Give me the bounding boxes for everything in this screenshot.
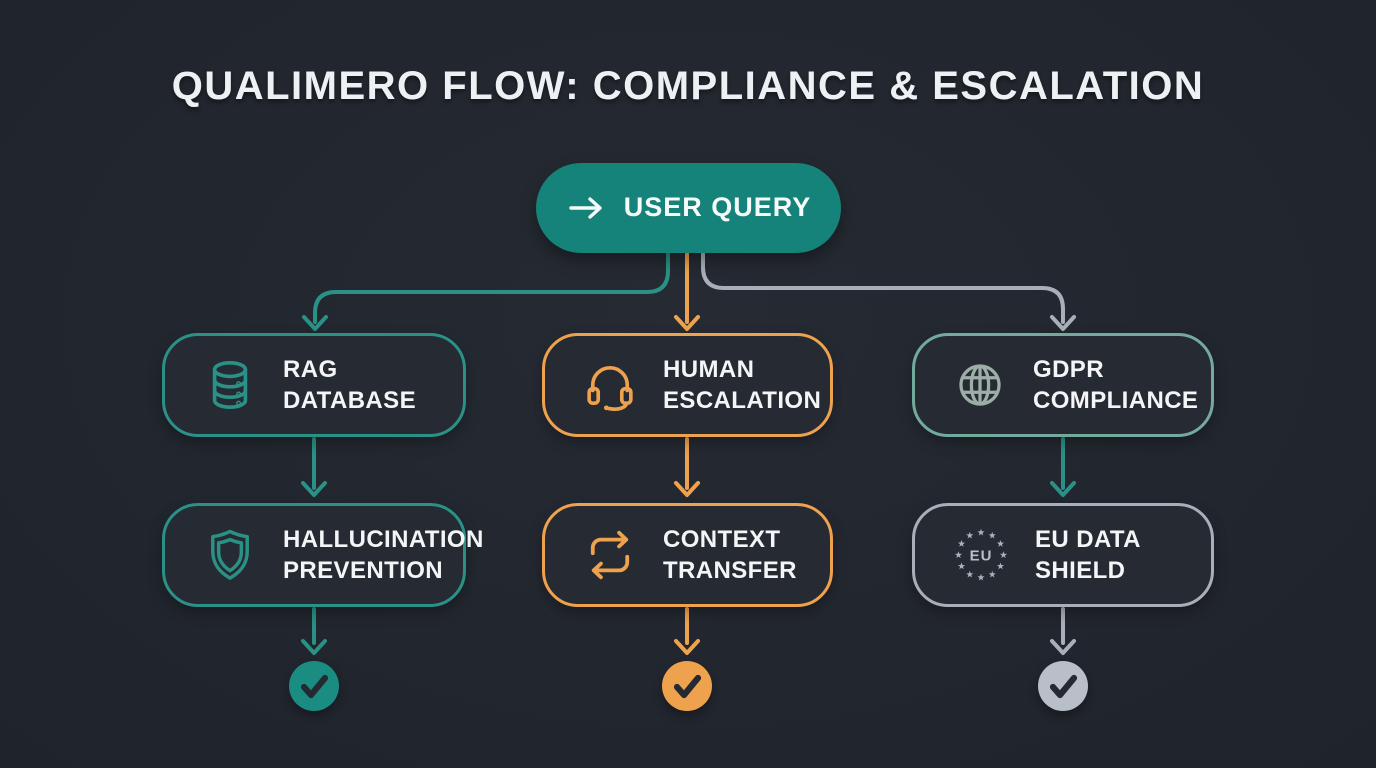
edge-user-query-to-human-escalation <box>674 251 700 331</box>
status-check-gdpr-branch <box>1038 661 1088 711</box>
node-label: HUMAN ESCALATION <box>663 355 822 414</box>
eu-stars-icon: EU <box>954 528 1008 581</box>
arrow-right-icon <box>569 197 602 219</box>
node-rag-database: RAG DATABASE <box>162 333 466 437</box>
check-icon <box>1049 674 1078 699</box>
edge-hallucination-prevention-to-check <box>301 607 327 655</box>
edge-context-transfer-to-check <box>674 607 700 655</box>
node-label: CONTEXT TRANSFER <box>663 525 797 584</box>
node-context-transfer: CONTEXT TRANSFER <box>542 503 833 607</box>
headset-icon <box>587 365 633 411</box>
page-title: QUALIMERO FLOW: COMPLIANCE & ESCALATION <box>171 64 1205 108</box>
database-icon <box>212 360 248 410</box>
node-label: RAG DATABASE <box>283 355 416 414</box>
edge-user-query-to-rag-database <box>302 251 670 331</box>
node-eu-data-shield: EU EU DATA SHIELD <box>912 503 1214 607</box>
status-check-rag-branch <box>289 661 339 711</box>
node-user-query: USER QUERY <box>536 163 841 253</box>
edge-rag-database-to-hallucination-prevention <box>301 437 327 497</box>
edge-gdpr-compliance-to-eu-data-shield <box>1050 437 1076 497</box>
status-check-escalation-branch <box>662 661 712 711</box>
check-icon <box>300 674 329 699</box>
edge-user-query-to-gdpr-compliance <box>701 251 1076 331</box>
node-label: HALLUCINATION PREVENTION <box>283 525 484 584</box>
node-label: USER QUERY <box>623 192 812 223</box>
edge-eu-data-shield-to-check <box>1050 607 1076 655</box>
node-human-escalation: HUMAN ESCALATION <box>542 333 833 437</box>
cycle-arrows-icon <box>590 530 630 580</box>
node-gdpr-compliance: GDPR COMPLIANCE <box>912 333 1214 437</box>
node-hallucination-prevention: HALLUCINATION PREVENTION <box>162 503 483 607</box>
globe-icon <box>959 364 1001 406</box>
node-label: GDPR COMPLIANCE <box>1033 355 1199 414</box>
node-label: EU DATA SHIELD <box>1035 525 1141 584</box>
check-icon <box>673 674 702 699</box>
shield-icon <box>211 529 249 580</box>
eu-icon-text: EU <box>970 548 993 565</box>
edge-human-escalation-to-context-transfer <box>674 437 700 497</box>
